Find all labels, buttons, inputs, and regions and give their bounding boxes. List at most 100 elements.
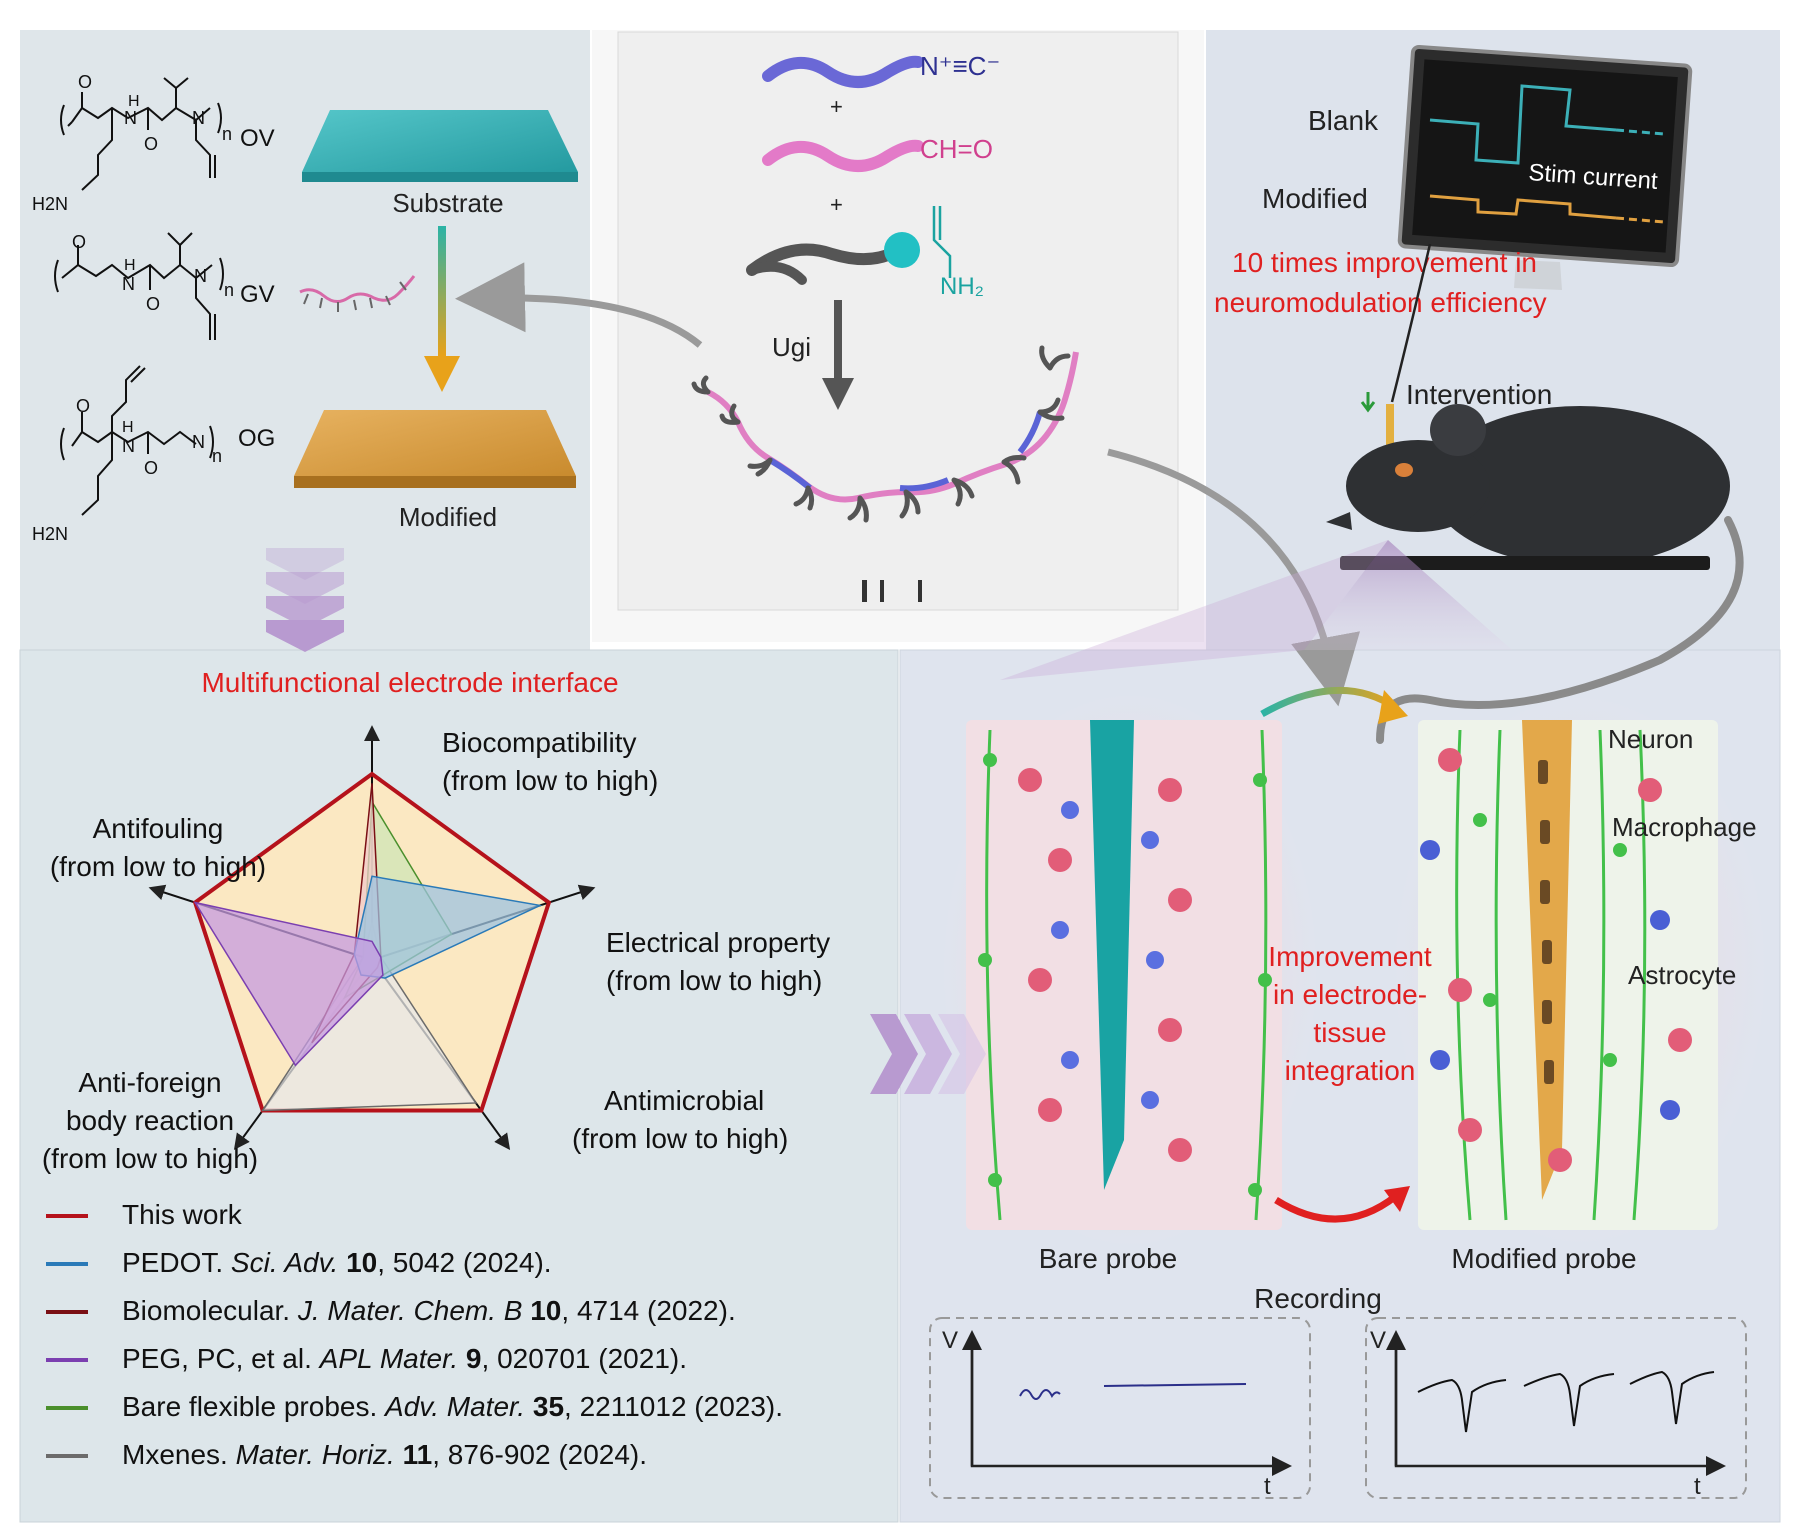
ov-name: OV xyxy=(240,125,275,152)
right-chevrons xyxy=(870,1014,918,1094)
ov-subscript-n: n xyxy=(222,124,232,144)
bare-recording-box xyxy=(929,1317,1311,1499)
curve-arrow-bottom-head xyxy=(1384,1186,1410,1212)
aldehyde-label: CH=O xyxy=(920,134,993,164)
right-chevrons-2 xyxy=(904,1014,952,1094)
bare-t-label: t xyxy=(1264,1473,1271,1500)
blank-stim-trace xyxy=(1429,84,1617,165)
isocyanide-polymer xyxy=(762,55,924,88)
modified-plate xyxy=(294,410,576,476)
modified-trace-label: Modified xyxy=(1262,183,1368,214)
integration-line3: tissue xyxy=(1313,1017,1386,1048)
axis-4-sub: (from low to high) xyxy=(50,851,266,882)
ov-structure xyxy=(60,77,222,191)
isocyanide-label: N⁺≡C⁻ xyxy=(920,51,1000,81)
ov-n-label: N xyxy=(124,108,137,128)
gv-chain-ticks xyxy=(303,281,407,312)
green-indicator-arrow xyxy=(1360,392,1376,413)
ov-n2-label: N xyxy=(192,108,205,128)
og-structure xyxy=(60,365,214,516)
axis-2-sub: (from low to high) xyxy=(572,1123,788,1154)
ugi-arrow-head xyxy=(822,378,854,410)
bare-v-label: V xyxy=(942,1327,958,1354)
ugi-panel xyxy=(617,31,1179,611)
og-amine-label: H2N xyxy=(32,524,68,544)
axis-3-name: Anti-foreign xyxy=(78,1067,221,1098)
og-n2-label: N xyxy=(192,432,205,452)
substrate-plate-edge xyxy=(302,172,578,182)
modified-probe-pads xyxy=(1538,760,1554,1084)
right-chevrons-3 xyxy=(938,1014,986,1094)
gv-h-label: H xyxy=(124,257,136,274)
integration-line1: Improvement xyxy=(1268,941,1432,972)
bare-probe-shank xyxy=(1090,720,1134,1190)
integration-line2: in electrode- xyxy=(1273,979,1427,1010)
curve-arrow-top-head xyxy=(1378,690,1408,724)
acid-molecule-tail xyxy=(746,243,904,276)
axis-1-name: Electrical property xyxy=(606,927,830,958)
axis-4-name: Antifouling xyxy=(93,813,224,844)
ov-o2-label: O xyxy=(144,134,158,154)
allylamine-skeleton xyxy=(932,206,952,278)
modified-probe-label: Modified probe xyxy=(1451,1243,1636,1274)
og-subscript-n: n xyxy=(212,446,222,466)
zoom-cone xyxy=(1304,540,1512,650)
neuron-label: Neuron xyxy=(1608,724,1693,754)
axis-1-sub: (from low to high) xyxy=(606,965,822,996)
radar-title: Multifunctional electrode interface xyxy=(201,667,618,698)
arrow-ugi-to-substrate xyxy=(455,262,703,348)
ugi-arrow-shaft xyxy=(834,300,842,382)
modified-stim-dash xyxy=(1615,216,1665,224)
legend-entry-4: Bare flexible probes. Adv. Mater. 35, 22… xyxy=(122,1391,783,1422)
axis-0-name: Biocompatibility xyxy=(442,727,637,758)
curve-arrow-bottom xyxy=(1274,1193,1399,1223)
down-arrow-head xyxy=(424,356,460,392)
blank-label: Blank xyxy=(1308,105,1379,136)
intervention-label: Intervention xyxy=(1406,379,1552,410)
radar-chart xyxy=(148,725,596,1151)
modified-v-label: V xyxy=(1370,1327,1386,1354)
gv-n-label: N xyxy=(122,274,135,294)
ov-o-label: O xyxy=(78,72,92,92)
legend-entry-1: PEDOT. Sci. Adv. 10, 5042 (2024). xyxy=(122,1247,552,1278)
legend-entry-3: PEG, PC, et al. APL Mater. 9, 020701 (20… xyxy=(122,1343,687,1374)
allylamine-label: NH₂ xyxy=(940,273,984,300)
stim-cable xyxy=(1390,243,1432,403)
astrocyte-label: Astrocyte xyxy=(1628,960,1736,990)
integration-line4: integration xyxy=(1285,1055,1416,1086)
monitor-stand xyxy=(1514,260,1562,290)
bare-recording-trace xyxy=(1019,1383,1247,1400)
aldehyde-polymer xyxy=(762,139,924,172)
ov-h-label: H xyxy=(128,93,140,110)
improvement-line2: neuromodulation efficiency xyxy=(1214,287,1547,318)
legend-entry-0: This work xyxy=(122,1199,243,1230)
modified-recording-box xyxy=(1365,1317,1747,1499)
improvement-line1: 10 times improvement in xyxy=(1232,247,1537,278)
modified-stim-trace xyxy=(1429,194,1617,220)
axis-3-sub: (from low to high) xyxy=(42,1143,258,1174)
ugi-panel-ticks xyxy=(862,580,922,602)
zoom-cone-left xyxy=(1000,540,1388,680)
blank-stim-dash xyxy=(1615,128,1665,136)
modified-recording-trace xyxy=(1417,1370,1715,1433)
axis-0-sub: (from low to high) xyxy=(442,765,658,796)
og-o2-label: O xyxy=(144,458,158,478)
gv-o-label: O xyxy=(72,232,86,252)
bare-probe-label: Bare probe xyxy=(1039,1243,1178,1274)
modified-t-label: t xyxy=(1694,1473,1701,1500)
implanted-probe xyxy=(1386,404,1394,474)
gv-n2-label: N xyxy=(194,266,207,286)
substrate-label: Substrate xyxy=(392,188,503,218)
recording-label: Recording xyxy=(1254,1283,1382,1314)
substrate-plate xyxy=(302,110,578,172)
gv-structure xyxy=(54,232,224,340)
radar-series-this xyxy=(192,771,552,1113)
modified-cells xyxy=(1420,729,1692,1221)
gv-name: GV xyxy=(240,281,275,308)
gv-polymer-chain xyxy=(299,275,416,303)
axis-3-sub2: body reaction xyxy=(66,1105,234,1136)
modified-substrate-label: Modified xyxy=(399,502,497,532)
gv-subscript-n: n xyxy=(224,280,234,300)
